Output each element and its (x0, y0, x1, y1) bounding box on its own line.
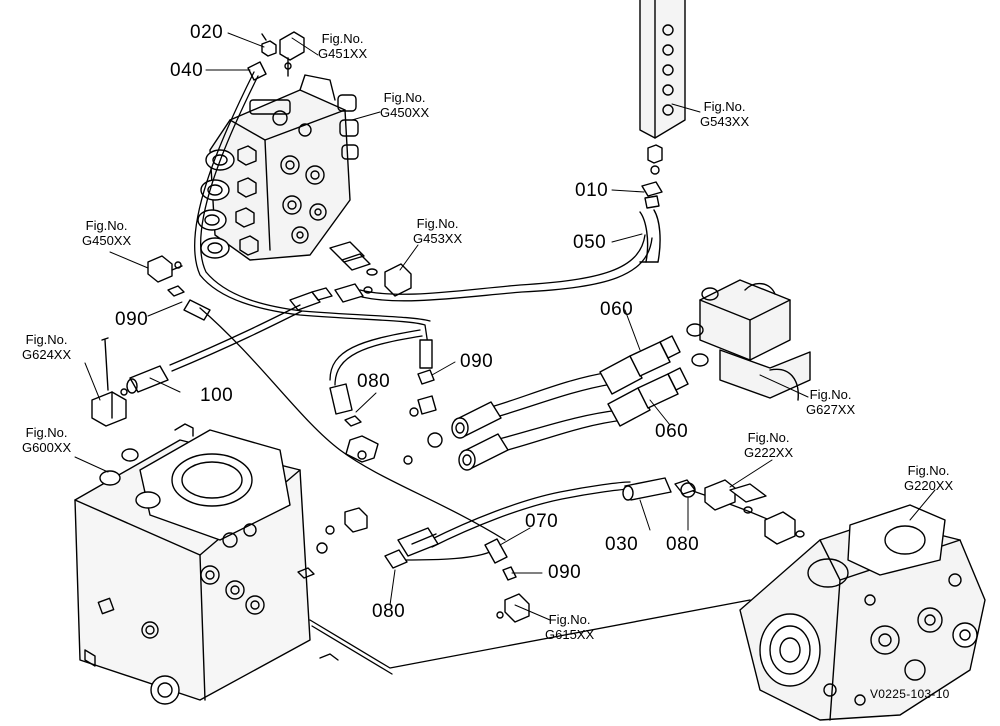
part-label-090: 090 (548, 562, 582, 583)
part-label-080: 080 (357, 371, 391, 392)
part-label-080: 080 (666, 534, 700, 555)
valve-hose-fittings (147, 61, 412, 321)
part-label-010: 010 (575, 180, 609, 201)
fig-ref-g627: Fig.No.G627XX (806, 387, 856, 417)
fig-ref-g543: Fig.No.G543XX (700, 99, 750, 129)
fig-ref-g222: Fig.No.G222XX (744, 430, 794, 460)
leader-lines (74, 32, 936, 621)
transmission-case (74, 423, 339, 705)
part-label-040: 040 (170, 60, 204, 81)
part-label-080: 080 (372, 601, 406, 622)
part-label-070: 070 (525, 511, 559, 532)
part-label-100: 100 (200, 385, 234, 406)
fig-ref-g600: Fig.No.G600XX (22, 425, 72, 455)
g627-valve-block (686, 279, 811, 401)
fig-ref-g451: Fig.No.G451XX (318, 31, 368, 61)
hydraulic-lines (169, 71, 781, 675)
tank-side-fittings (297, 339, 530, 623)
fig-ref-g220: Fig.No.G220XX (904, 463, 954, 493)
fig-ref-g615: Fig.No.G615XX (545, 612, 595, 642)
part-label-090: 090 (460, 351, 494, 372)
drawing-code: V0225-103-10 (870, 687, 950, 701)
fig-ref-g624: Fig.No.G624XX (22, 332, 72, 362)
control-valve-assembly (197, 31, 359, 261)
fig-ref-g450: Fig.No.G450XX (380, 90, 430, 120)
part-label-060: 060 (655, 421, 689, 442)
g543-vertical-pipe (639, 0, 686, 263)
part-label-030: 030 (605, 534, 639, 555)
part-label-050: 050 (573, 232, 607, 253)
part-label-090: 090 (115, 309, 149, 330)
fig-ref-g453: Fig.No.G453XX (413, 216, 463, 246)
part-label-020: 020 (190, 22, 224, 43)
hydraulic-pump (739, 504, 986, 721)
hose-060-assembly (403, 335, 689, 471)
fig-ref-g450: Fig.No.G450XX (82, 218, 132, 248)
g222-pump-fittings (622, 477, 805, 545)
part-label-060: 060 (600, 299, 634, 320)
g624-sensor-fitting (91, 337, 169, 427)
